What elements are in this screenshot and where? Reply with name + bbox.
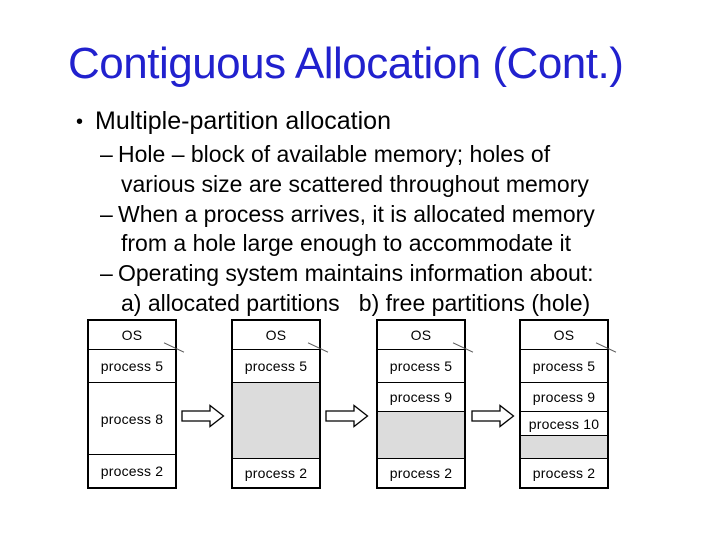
right-arrow-icon [471,404,515,428]
dash-marker: – [100,200,113,227]
segment-os: OS [89,321,175,349]
sub-bullet-text: When a process arrives, it is allocated … [118,200,595,227]
segment-process-9: process 9 [521,382,607,411]
segment-process-10: process 10 [521,411,607,435]
segment-label: process 10 [528,415,600,432]
segment-label: process 5 [244,358,308,374]
hole-segment [521,435,607,458]
bullet-text: Multiple-partition allocation [95,107,391,135]
sub-bullet-osinfo-line2: a) allocated partitions b) free partitio… [121,289,591,316]
hole-segment [233,382,319,458]
segment-label: process 9 [532,389,596,405]
right-arrow-icon [181,404,225,428]
segment-process-8: process 8 [89,382,175,454]
segment-process-2: process 2 [378,458,464,487]
segment-label: process 2 [244,465,308,481]
segment-label: OS [410,327,432,343]
dash-marker: – [100,141,113,167]
right-arrow-icon [325,404,369,428]
memory-column-4: OS process 5 process 9 process 10 process 2 [519,319,617,489]
sub-bullet-text: Operating system maintains information a… [118,260,594,287]
segment-process-9: process 9 [378,382,464,411]
segment-label: process 5 [389,358,453,374]
segment-process-2: process 2 [521,458,607,487]
bullet-dot-marker: • [76,111,84,133]
segment-label: OS [553,327,575,343]
segment-label: process 2 [100,463,164,479]
bullet-multiple-partition: • Multiple-partition allocation [76,106,391,137]
memory-column-1: OS process 5 process 8 process 2 [87,319,185,489]
segment-os: OS [378,321,464,349]
segment-os: OS [521,321,607,349]
sub-bullet-list: –Hole – block of available memory; holes… [100,140,595,319]
sub-bullet-osinfo-line1: –Operating system maintains information … [100,259,595,289]
segment-label: process 5 [532,358,596,374]
segment-label: process 5 [100,358,164,374]
sub-bullet-arrival-line1: –When a process arrives, it is allocated… [100,200,595,230]
hole-segment [378,411,464,458]
segment-label: OS [121,327,143,343]
slide-title: Contiguous Allocation (Cont.) [68,39,624,88]
segment-process-5: process 5 [233,349,319,382]
segment-label: process 2 [532,465,596,481]
memory-column-3: OS process 5 process 9 process 2 [376,319,474,489]
segment-label: process 2 [389,465,453,481]
segment-os: OS [233,321,319,349]
sub-bullet-hole-line2: various size are scattered throughout me… [121,170,589,197]
segment-label: OS [265,327,287,343]
segment-process-5: process 5 [521,349,607,382]
memory-column-2: OS process 5 process 2 [231,319,329,489]
segment-label: process 9 [389,389,453,405]
segment-process-5: process 5 [89,349,175,382]
sub-bullet-text: Hole – block of available memory; holes … [118,141,551,167]
segment-process-2: process 2 [89,454,175,487]
sub-bullet-arrival-line2: from a hole large enough to accommodate … [121,230,572,257]
sub-bullet-hole-line1: –Hole – block of available memory; holes… [100,140,595,170]
segment-process-5: process 5 [378,349,464,382]
dash-marker: – [100,260,113,287]
segment-process-2: process 2 [233,458,319,487]
segment-label: process 8 [100,410,164,427]
